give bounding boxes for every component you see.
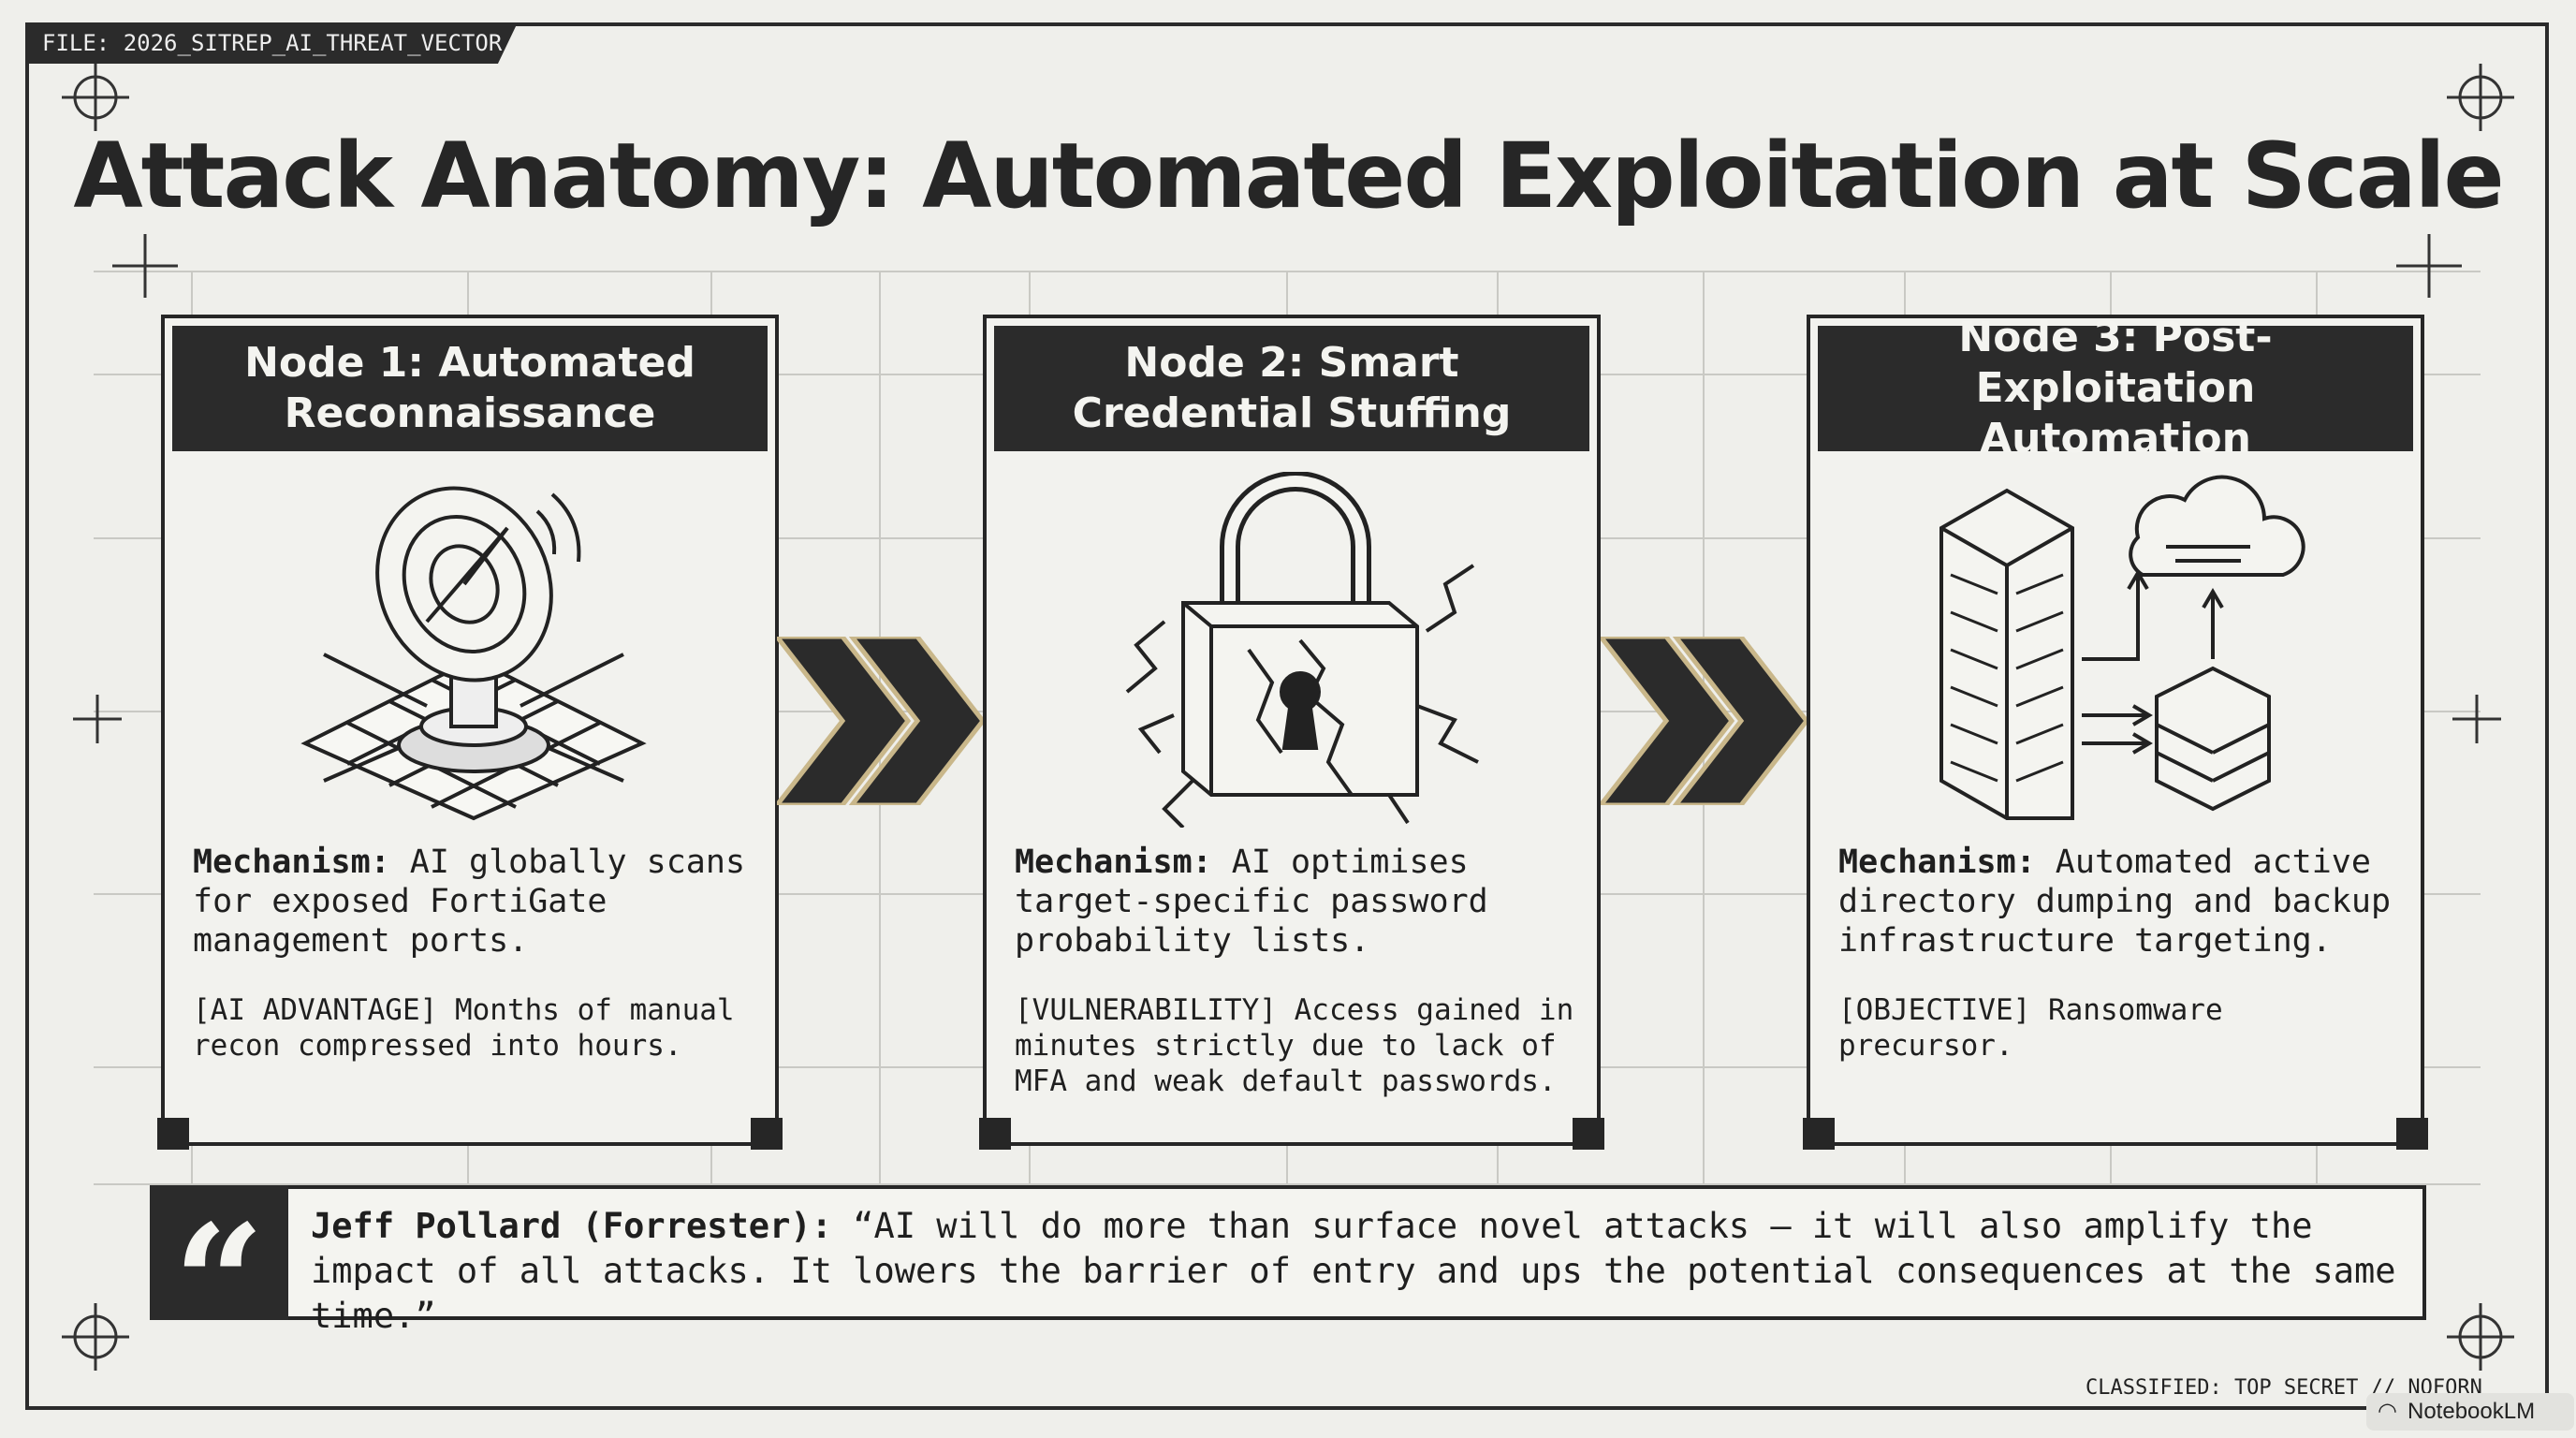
- server-cloud-icon: [1939, 475, 2305, 820]
- corner-mark: [1803, 1118, 1835, 1150]
- notebooklm-logo-icon: ◠: [2378, 1399, 2397, 1424]
- node-title: Node 1: Automated Reconnaissance: [172, 326, 768, 451]
- satellite-dish-icon: [300, 486, 647, 821]
- cracked-padlock-icon: [1125, 472, 1479, 828]
- outer-frame: [25, 22, 2549, 1410]
- mechanism-text: Mechanism: Automated active directory du…: [1838, 844, 2392, 960]
- node-card-1: Node 1: Automated Reconnaissance Mechani…: [157, 315, 783, 1150]
- corner-mark: [751, 1118, 783, 1150]
- quote-text: Jeff Pollard (Forrester): “AI will do mo…: [311, 1204, 2408, 1339]
- mechanism-text: Mechanism: AI optimises target-specific …: [1015, 844, 1488, 960]
- objective-note: [OBJECTIVE] Ransomware precursor.: [1838, 993, 2223, 1063]
- advantage-note: [AI ADVANTAGE] Months of manual recon co…: [193, 993, 735, 1063]
- brand-label: NotebookLM: [2408, 1399, 2536, 1424]
- node-title: Node 2: Smart Credential Stuffing: [994, 326, 1589, 451]
- flow-chevron-icon: [1601, 637, 1807, 805]
- corner-mark: [157, 1118, 189, 1150]
- vulnerability-note: [VULNERABILITY] Access gained in minutes…: [1015, 993, 1574, 1098]
- corner-mark: [1573, 1118, 1604, 1150]
- node-title: Node 3: Post-Exploitation Automation: [1818, 314, 2413, 462]
- brand-badge: ◠ NotebookLM: [2366, 1393, 2574, 1431]
- mechanism-text: Mechanism: AI globally scans for exposed…: [193, 844, 746, 960]
- page-title: Attack Anatomy: Automated Exploitation a…: [73, 124, 2504, 228]
- quote-body: “AI will do more than surface novel atta…: [311, 1206, 2396, 1336]
- node-card-2: Node 2: Smart Credential Stuffing Mechan…: [979, 315, 1604, 1150]
- node-card-3: Node 3: Post-Exploitation Automation: [1803, 314, 2428, 1150]
- corner-mark: [979, 1118, 1011, 1150]
- file-label: FILE: 2026_SITREP_AI_THREAT_VECTOR: [25, 22, 518, 64]
- flow-chevron-icon: [777, 637, 983, 805]
- corner-mark: [2396, 1118, 2428, 1150]
- quote-speaker: Jeff Pollard (Forrester):: [311, 1206, 832, 1246]
- quote-box: [150, 1185, 2426, 1320]
- quote-mark-icon: “: [150, 1185, 288, 1377]
